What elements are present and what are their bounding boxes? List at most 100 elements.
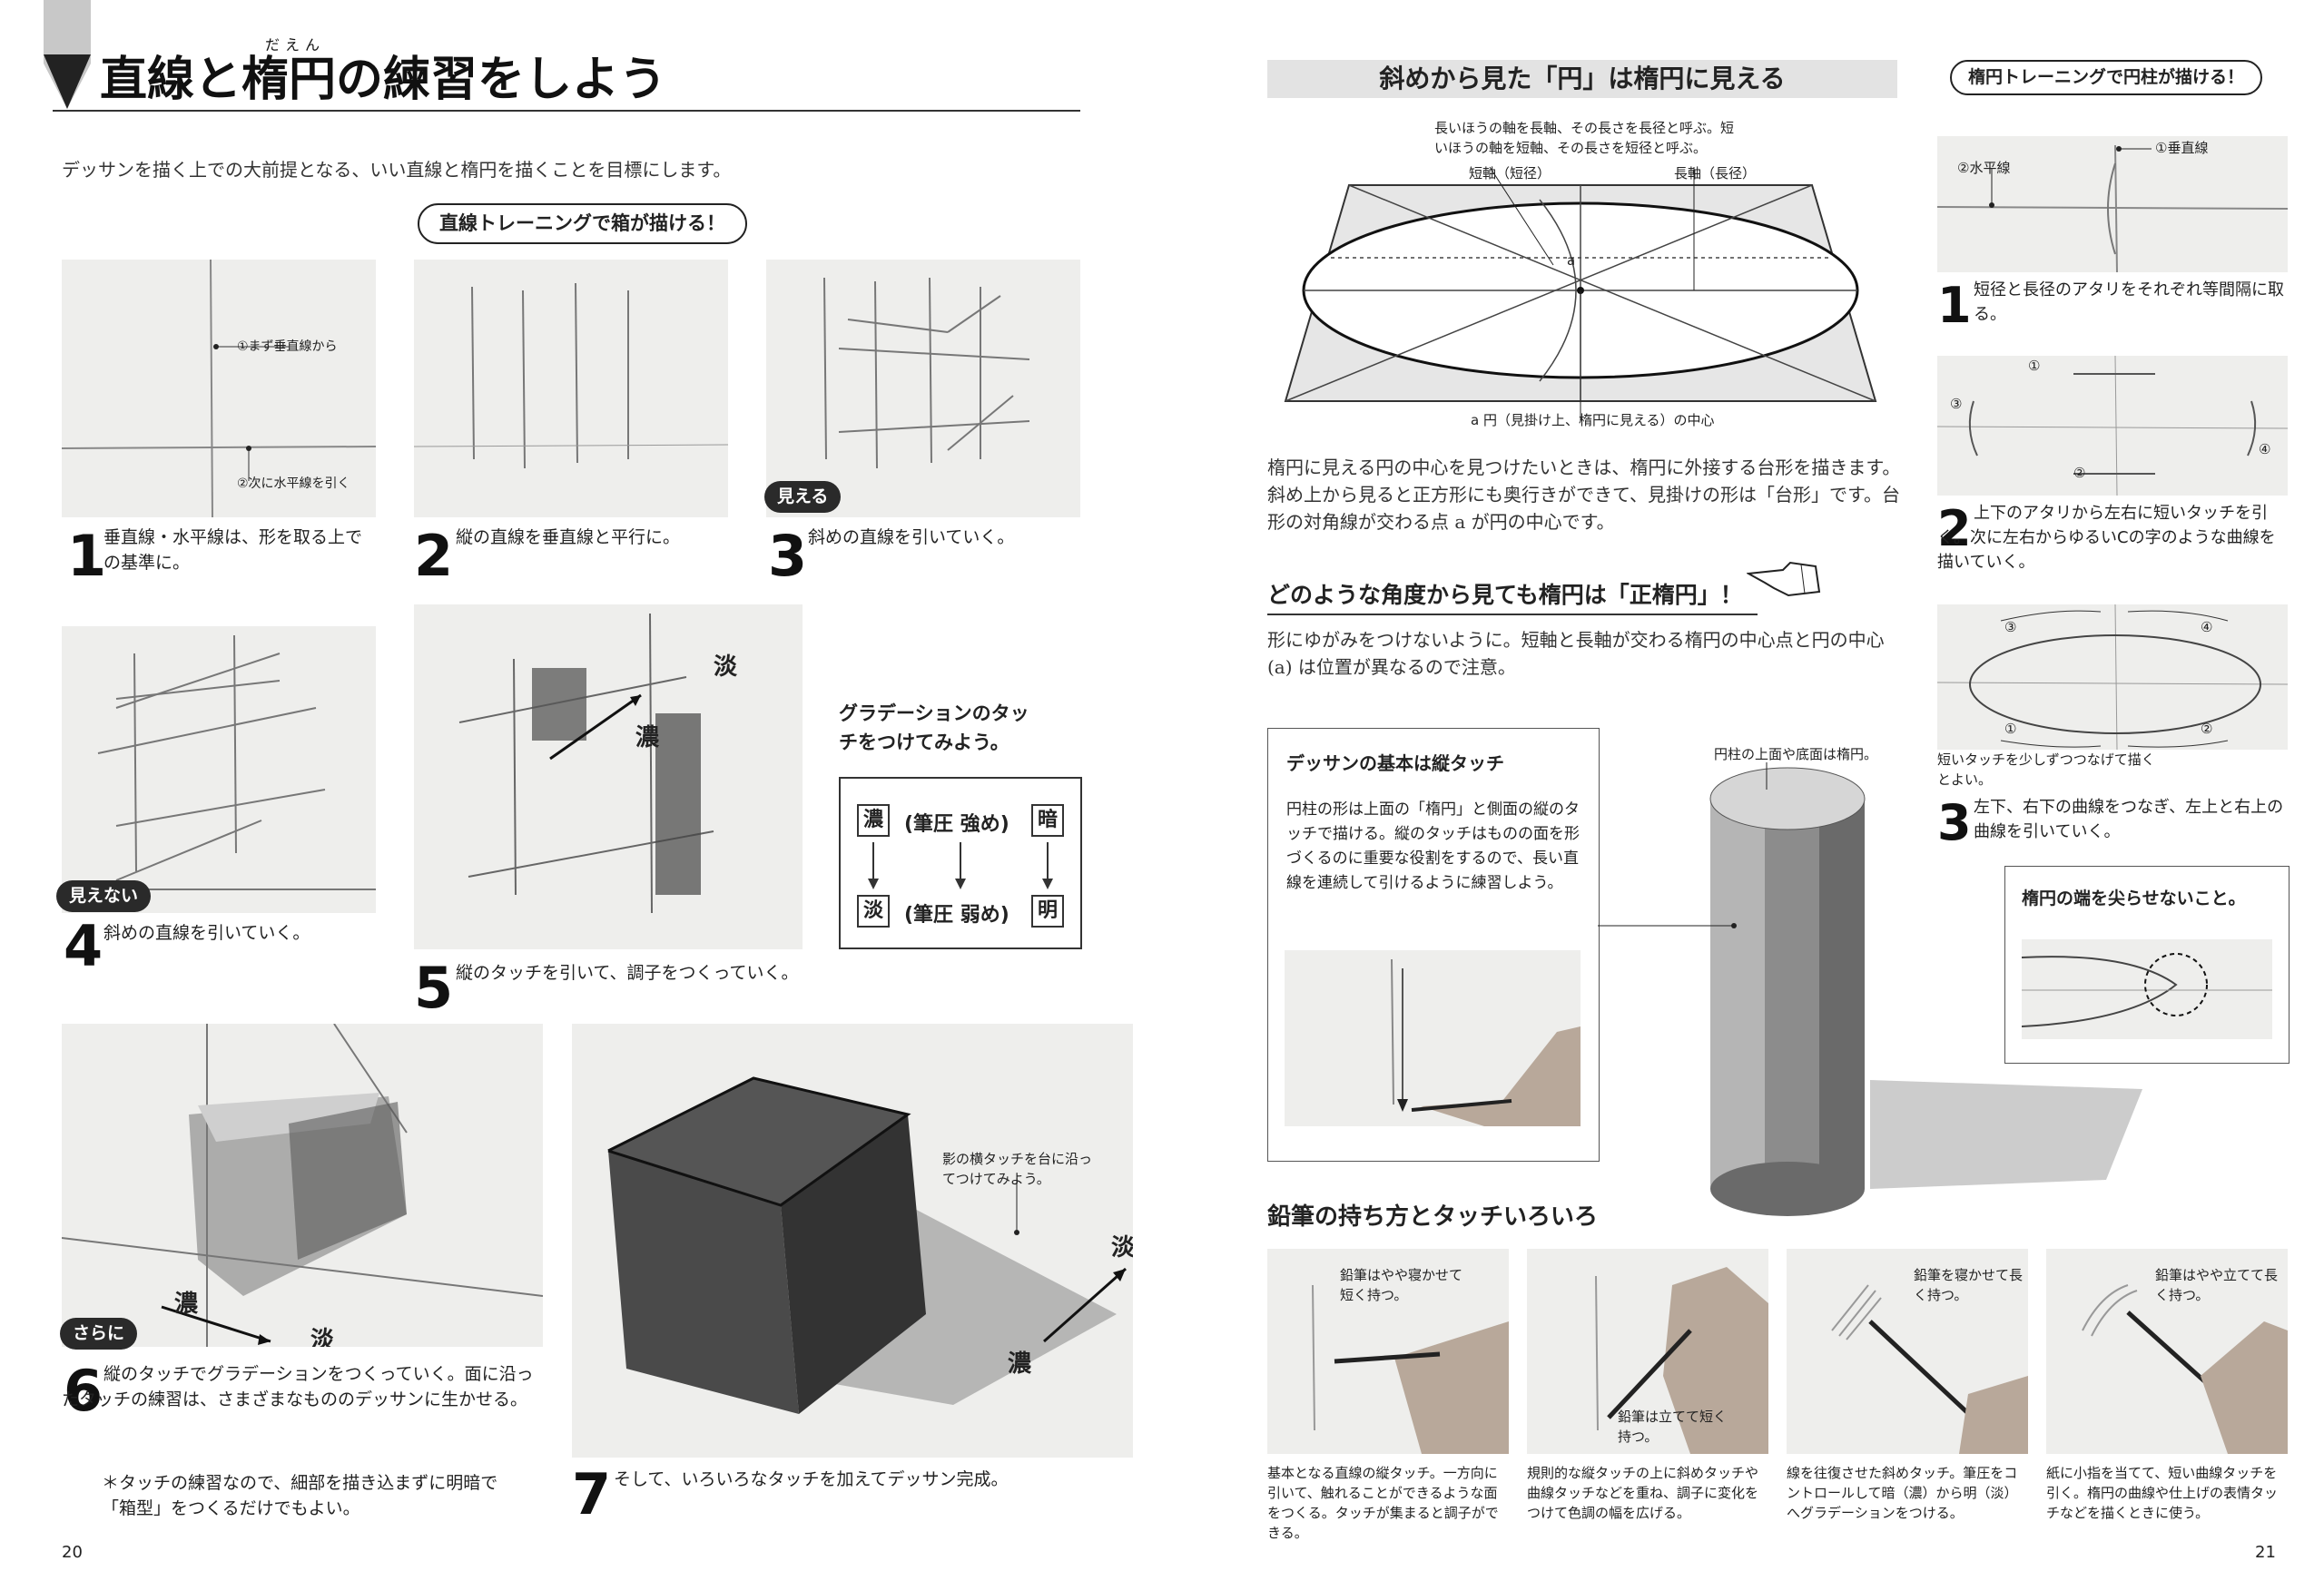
- step1-photo: ①まず垂直線から ②次に水平線を引く: [62, 260, 376, 517]
- true-ellipse-title: どのような角度から見ても楕円は「正楕円」！: [1267, 582, 1743, 608]
- grad-shadow: 暗: [1031, 804, 1064, 837]
- cylinder-note: 円柱の上面や底面は楕円。: [1714, 746, 1878, 762]
- grad-light: 淡: [857, 895, 890, 928]
- step2-photo: [414, 260, 728, 517]
- r-step3-number: 3: [1937, 794, 1972, 851]
- r-step1-caption: 短径と長径のアタリをそれぞれ等間隔に取る。: [1974, 280, 2284, 324]
- r-step2-mark4: ④: [2259, 441, 2271, 457]
- basics-title: デッサンの基本は縦タッチ: [1286, 752, 1504, 774]
- r-step3-mark4: ④: [2201, 619, 2213, 635]
- tip-photo: [2022, 939, 2272, 1039]
- step7-number: 7: [572, 1461, 612, 1527]
- step7-dark-label: 濃: [1008, 1350, 1032, 1378]
- r-step1-photo: ①垂直線 ②水平線: [1937, 136, 2288, 272]
- step4-bubble-hidden: 見えない: [56, 880, 152, 912]
- step6-photo: 濃 淡: [62, 1024, 543, 1347]
- grip4-caption: 紙に小指を当てて、短い曲線タッチを引く。楕円の曲線や仕上げの表情タッチなどを描く…: [2046, 1465, 2279, 1521]
- r-step3-photo: ③ ④ ① ②: [1937, 604, 2288, 750]
- step5-number: 5: [414, 955, 454, 1021]
- r-step2-mark1: ①: [2028, 358, 2041, 374]
- true-ellipse-rule: [1267, 614, 1758, 615]
- r-step3-mark1: ①: [2004, 721, 2017, 737]
- axis-note: 長いほうの軸を長軸、その長さを長径と呼ぶ。短いほうの軸を短軸、その長さを短径と呼…: [1434, 120, 1735, 156]
- step1-number: 1: [67, 523, 107, 589]
- grip3-photo: 鉛筆を寝かせて長く持つ。: [1787, 1249, 2028, 1454]
- page-number-right: 21: [2255, 1543, 2276, 1562]
- grip4-label: 鉛筆はやや立てて長く持つ。: [2155, 1267, 2279, 1303]
- step7-light-label: 淡: [1111, 1234, 1133, 1262]
- r-step3-mark3: ③: [2004, 619, 2017, 635]
- step2-caption: 縦の直線を垂直線と平行に。: [456, 527, 681, 547]
- grip2-photo: 鉛筆は立てて短く持つ。: [1527, 1249, 1768, 1454]
- step4-number: 4: [64, 913, 103, 979]
- ellipse-header: 斜めから見た「円」は楕円に見える: [1267, 60, 1897, 98]
- pencil-title: 鉛筆の持ち方とタッチいろいろ: [1267, 1203, 1599, 1231]
- r-step2-mark3: ③: [1950, 396, 1963, 412]
- r-step2-photo: ① ② ③ ④: [1937, 356, 2288, 496]
- intro-text: デッサンを描く上での大前提となる、いい直線と楕円を描くことを目標にします。: [62, 159, 732, 181]
- step4-caption: 斜めの直線を引いていく。: [103, 923, 310, 943]
- step6-light-label: 淡: [310, 1327, 335, 1347]
- pointing-hand-icon: [1745, 557, 1823, 603]
- center-caption: a 円（見掛け上、楕円に見える）の中心: [1471, 412, 1715, 428]
- grip2-caption: 規則的な縦タッチの上に斜めタッチや曲線タッチなどを重ね、調子に変化をつけて色調の…: [1527, 1465, 1759, 1521]
- grad-dark: 濃: [857, 804, 890, 837]
- grad-arrows: [868, 842, 1053, 889]
- grip3-caption: 線を往復させた斜めタッチ。筆圧をコントロールして暗（濃）から明（淡）へグラデーシ…: [1787, 1465, 2018, 1521]
- step6-bubble-more: さらに: [60, 1318, 138, 1350]
- cylinder-training-pill: 楕円トレーニングで円柱が描ける！: [1950, 60, 2263, 95]
- step5-light-label: 淡: [714, 653, 738, 681]
- step5-photo: 濃 淡: [414, 604, 803, 949]
- r-step3-note: 短いタッチを少しずつつなげて描くとよい。: [1937, 751, 2155, 788]
- step6-footnote: ＊タッチの練習なので、細部を描き込まずに明暗で「箱型」をつくるだけでもよい。: [102, 1473, 498, 1518]
- grad-strong: (筆圧 強め): [904, 813, 1009, 836]
- tip-box: 楕円の端を尖らせないこと。: [2004, 866, 2290, 1064]
- grip1-label: 鉛筆はやや寝かせて短く持つ。: [1340, 1267, 1463, 1303]
- step7-shadow-note: 影の横タッチを台に沿ってつけてみよう。: [942, 1151, 1093, 1187]
- grip3-label: 鉛筆を寝かせて長く持つ。: [1914, 1267, 2024, 1303]
- step2-number: 2: [414, 523, 454, 589]
- r-step3-caption: 左下、右下の曲線をつなぎ、左上と右上の曲線を引いていく。: [1974, 798, 2284, 841]
- tip-title: 楕円の端を尖らせないこと。: [2022, 889, 2246, 908]
- step4-photo: [62, 626, 376, 913]
- r-step3-mark2: ②: [2201, 721, 2213, 737]
- page-title: 直線とだえん楕円の練習をしよう: [100, 36, 667, 107]
- r-step1-number: 1: [1937, 277, 1972, 334]
- ellipse-paragraph: 楕円に見える円の中心を見つけたいときは、楕円に外接する台形を描きます。斜め上から…: [1267, 457, 1901, 533]
- r-step1-horizontal-label: ②水平線: [1957, 160, 2011, 176]
- center-point-a: a: [1567, 252, 1576, 269]
- step3-photo: [766, 260, 1080, 517]
- basics-text: 円柱の形は上面の「楕円」と側面の縦のタッチで描ける。縦のタッチはものの面を形づく…: [1286, 800, 1580, 892]
- cylinder-photo: [1598, 762, 2157, 1234]
- grip1-photo: 鉛筆はやや寝かせて短く持つ。: [1267, 1249, 1509, 1454]
- gradation-box: 濃 (筆圧 強め) 暗 淡 (筆圧 弱め) 明: [839, 777, 1082, 949]
- step7-photo: 影の横タッチを台に沿ってつけてみよう。 濃 淡: [572, 1024, 1133, 1458]
- true-ellipse-paragraph: 形にゆがみをつけないように。短軸と長軸が交わる楕円の中心点と円の中心(a) は位…: [1267, 629, 1885, 678]
- step3-caption: 斜めの直線を引いていく。: [808, 527, 1015, 547]
- page-number-left: 20: [62, 1543, 83, 1562]
- r-step2-number: 2: [1937, 500, 1972, 557]
- r-step2-caption: 上下のアタリから左右に短いタッチを引く。次に左右からゆるいCの字のような曲線を描…: [1937, 504, 2276, 572]
- major-axis-label: 長軸（長径）: [1674, 165, 1757, 182]
- box-training-pill: 直線トレーニングで箱が描ける！: [418, 203, 747, 245]
- step6-caption: 縦のタッチでグラデーションをつくっていく。面に沿ったタッチの練習は、さまざまなも…: [62, 1364, 534, 1409]
- basics-photo: [1285, 950, 1581, 1126]
- step6-dark-label: 濃: [174, 1291, 199, 1318]
- grip2-label: 鉛筆は立てて短く持つ。: [1618, 1409, 1728, 1445]
- step5-caption: 縦のタッチを引いて、調子をつくっていく。: [456, 963, 799, 983]
- step1-label-vertical: ①まず垂直線から: [237, 339, 338, 354]
- title-rule: [53, 110, 1080, 112]
- step5-dark-label: 濃: [635, 724, 660, 751]
- grad-weak: (筆圧 弱め): [904, 904, 1009, 927]
- minor-axis-label: 短軸（短径）: [1469, 165, 1551, 182]
- step1-caption: 垂直線・水平線は、形を取る上での基準に。: [103, 527, 363, 573]
- step7-caption: そして、いろいろなタッチを加えてデッサン完成。: [614, 1469, 1009, 1489]
- basics-box: デッサンの基本は縦タッチ 円柱の形は上面の「楕円」と側面の縦のタッチで描ける。縦…: [1267, 728, 1600, 1162]
- step3-number: 3: [768, 523, 808, 589]
- grad-bright: 明: [1031, 895, 1064, 928]
- ellipse-diagram: 短軸（短径） 長軸（長径） a: [1267, 163, 1897, 432]
- r-step2-mark2: ②: [2073, 465, 2086, 481]
- grip1-caption: 基本となる直線の縦タッチ。一方向に引いて、触れることができるような面をつくる。タ…: [1267, 1465, 1499, 1541]
- step3-bubble-visible: 見える: [764, 481, 842, 513]
- grip4-photo: 鉛筆はやや立てて長く持つ。: [2046, 1249, 2288, 1454]
